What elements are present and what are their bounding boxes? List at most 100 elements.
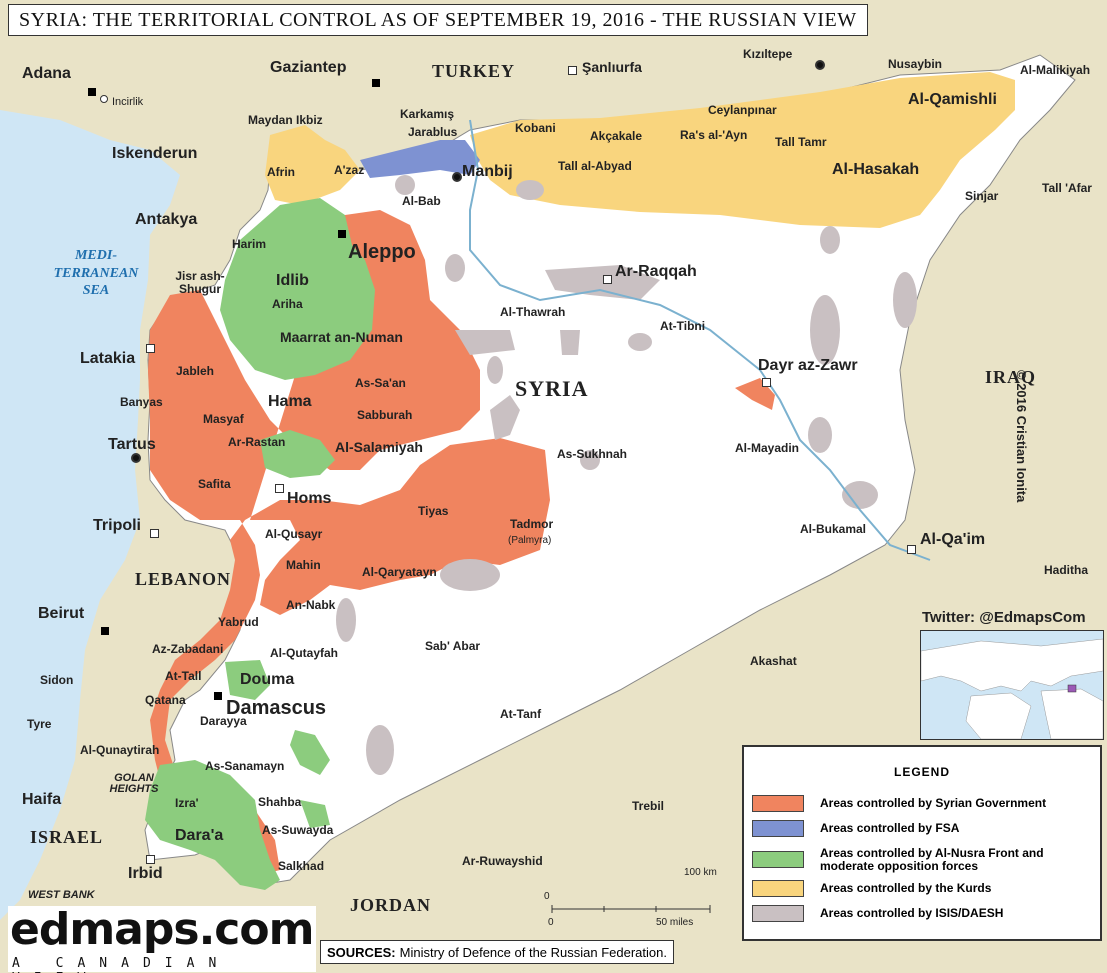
sources-text: Ministry of Defence of the Russian Feder… [399, 944, 667, 960]
city-aleppo: Aleppo [348, 241, 416, 263]
city-jarablus: Jarablus [408, 125, 458, 139]
city-adana: Adana [22, 65, 71, 82]
euphrates-river [469, 119, 931, 561]
capital-marker [338, 230, 346, 238]
city-ruwayshid: Ar-Ruwayshid [462, 854, 543, 868]
city-ariha: Ariha [272, 297, 303, 311]
city-manbij: Manbij [462, 163, 513, 180]
city-marker [275, 484, 284, 493]
city-tartus: Tartus [108, 436, 156, 453]
brand-block: edmaps.com A CANADIAN VIEW [8, 904, 316, 973]
kurds-region-afrin [265, 125, 360, 205]
city-tibni: At-Tibni [660, 319, 706, 333]
twitter-handle[interactable]: Twitter: @EdmapsCom [922, 609, 1086, 626]
city-marker [907, 545, 916, 554]
swatch-nusra [752, 851, 804, 869]
city-sanamayn: As-Sanamayn [205, 759, 285, 773]
mediterranean-sea [0, 110, 180, 920]
city-azaz: A'zaz [334, 163, 365, 177]
city-jableh: Jableh [176, 364, 215, 378]
mediterranean-label: MEDI- TERRANEAN SEA [53, 248, 139, 298]
city-qatana: Qatana [145, 693, 186, 707]
city-damascus: Damascus [226, 697, 327, 719]
city-tall-abyad: Tall al-Abyad [558, 159, 632, 173]
inset-map-graphic [921, 631, 1103, 739]
city-dayr: Dayr az-Zawr [758, 357, 858, 374]
city-jisr: Jisr ash-Shugur [175, 269, 225, 297]
city-palmyra: (Palmyra) [508, 535, 552, 546]
map-title: SYRIA: THE TERRITORIAL CONTROL AS OF SEP… [19, 8, 857, 31]
city-gaziantep: Gaziantep [270, 59, 347, 76]
kurds-region-east [470, 72, 1015, 228]
city-qusayr: Al-Qusayr [265, 527, 323, 541]
city-karkamis: Karkamış [400, 107, 455, 121]
city-antakya: Antakya [135, 211, 198, 228]
country-syria: SYRIA [515, 376, 589, 401]
city-maydan-ikbiz: Maydan Ikbiz [248, 113, 323, 127]
city-tadmor: Tadmor [510, 517, 554, 531]
capital-marker [88, 88, 96, 96]
brand-logo[interactable]: edmaps.com [10, 904, 314, 955]
city-haifa: Haifa [22, 791, 62, 808]
city-at-tall: At-Tall [165, 669, 202, 683]
city-kiziltepe: Kızıltepe [743, 47, 793, 61]
city-sanliurfa: Şanlıurfa [582, 59, 642, 75]
country-iraq: IRAQ [985, 367, 1037, 387]
city-trebil: Trebil [632, 799, 665, 813]
city-kobani: Kobani [515, 121, 556, 135]
city-izra: Izra' [175, 796, 199, 810]
city-haditha: Haditha [1044, 563, 1089, 577]
nusra-shahba [300, 800, 330, 828]
city-masyaf: Masyaf [203, 412, 244, 426]
scale-zero-top: 0 [544, 891, 550, 902]
city-marker [603, 275, 612, 284]
copyright-label: © 2016 Cristian Ionita [1014, 370, 1029, 503]
city-darayya: Darayya [200, 714, 247, 728]
city-marker [568, 66, 577, 75]
city-sasan: As-Sa'an [355, 376, 406, 390]
city-mayadin: Al-Mayadin [735, 441, 800, 455]
inset-world-map [920, 630, 1104, 740]
city-daraa: Dara'a [175, 827, 224, 844]
government-north [148, 210, 550, 875]
legend-box: LEGEND Areas controlled by Syrian Govern… [742, 745, 1102, 941]
swatch-fsa [752, 820, 804, 837]
city-banyas: Banyas [120, 395, 163, 409]
city-marker [452, 172, 462, 182]
legend-label-fsa: Areas controlled by FSA [820, 821, 960, 836]
city-tanf: At-Tanf [500, 707, 542, 721]
country-turkey: TURKEY [432, 61, 516, 81]
city-sukhnah: As-Sukhnah [557, 447, 628, 461]
legend-item-nusra: Areas controlled by Al-Nusra Front and m… [752, 847, 1100, 872]
city-tyre: Tyre [27, 717, 52, 731]
legend-heading: LEGEND [893, 765, 950, 779]
city-salkhad: Salkhad [278, 859, 325, 873]
swatch-isis [752, 905, 804, 922]
west-bank-label: WEST BANK [28, 889, 95, 901]
city-raqqah: Ar-Raqqah [615, 263, 697, 280]
swatch-government [752, 795, 804, 812]
capital-marker [214, 692, 222, 700]
scale-km: 100 km [684, 867, 717, 878]
city-tall-afar: Tall 'Afar [1042, 181, 1092, 195]
nusra-east-suwayda [290, 730, 330, 775]
city-rastan: Ar-Rastan [228, 435, 286, 449]
scale-zero-bottom: 0 [548, 917, 554, 928]
city-akashat: Akashat [750, 654, 797, 668]
city-yabrud: Yabrud [218, 615, 259, 629]
city-latakia: Latakia [80, 350, 136, 367]
nusra-idlib [220, 198, 375, 380]
city-homs: Homs [287, 490, 332, 507]
city-hama: Hama [268, 393, 312, 410]
city-malikiyah: Al-Malikiyah [1020, 63, 1091, 77]
city-sinjar: Sinjar [965, 189, 999, 203]
city-incirlik: Incirlik [112, 96, 144, 108]
isis-pockets [336, 175, 917, 775]
scale-bar-graphic [551, 905, 711, 913]
sources-box: SOURCES: Ministry of Defence of the Russ… [320, 940, 674, 964]
golan-heights-label: GOLAN HEIGHTS [109, 772, 159, 795]
city-sabburah: Sabburah [357, 408, 413, 422]
nusra-damascus [225, 660, 270, 700]
